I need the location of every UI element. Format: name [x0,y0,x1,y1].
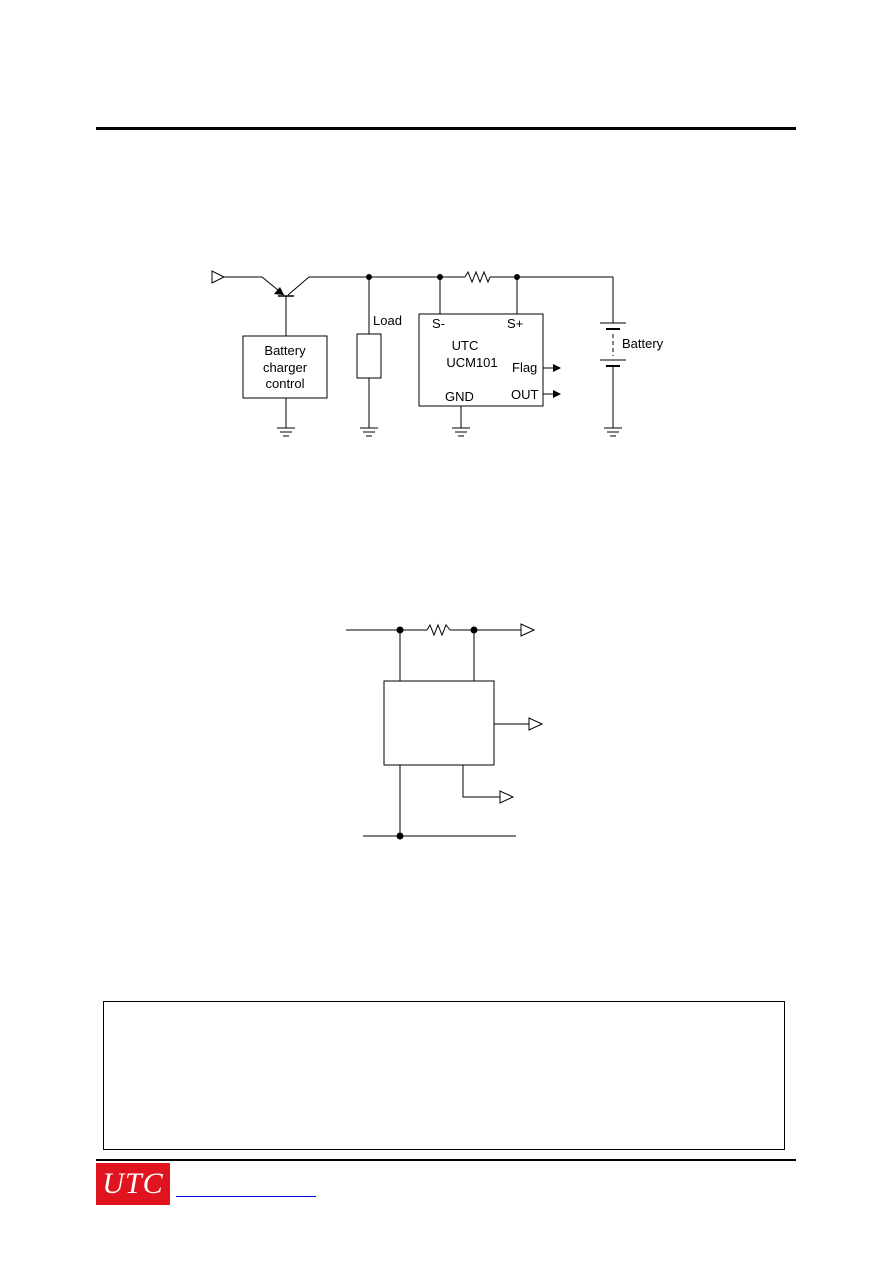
ic-name-line-2: UCM101 [446,355,497,370]
sense-resistor [426,623,451,637]
output-terminal-arrow [520,623,536,637]
application-circuit: Battery charger control Load S- S+ UTC U… [211,270,664,437]
ic-pin-s-minus: S- [432,316,445,331]
disclaimer-box [103,1001,785,1150]
utc-logo: UTC [96,1163,170,1205]
block-label-line-3: control [265,376,304,391]
ground-symbol [360,427,378,437]
block-diagram [346,623,544,840]
battery-charger-control-block [242,335,328,399]
block-label-line-2: charger [263,360,308,375]
ic-pin-out: OUT [511,387,539,402]
ic-pin-s-plus: S+ [507,316,523,331]
ic-name-line-1: UTC [452,338,479,353]
input-terminal-arrow [211,270,226,284]
transistor-symbol [261,276,310,336]
website-link[interactable] [176,1196,316,1197]
ground-symbol [277,427,295,437]
ground-symbol [452,427,470,437]
header-rule [96,127,796,130]
footer-rule [96,1159,796,1161]
logo-text: UTC [102,1167,164,1200]
block-label-line-1: Battery [264,343,306,358]
out-output-arrow [553,390,561,398]
ground-symbol [604,427,622,437]
junction-dot [396,832,404,840]
output-terminal-arrow [528,717,544,731]
load-label: Load [373,313,402,328]
output-terminal-arrow [499,790,515,804]
ic-pin-gnd: GND [445,389,474,404]
load-resistor [356,333,382,379]
sense-resistor [464,270,491,284]
ic-pin-flag: Flag [512,360,537,375]
ic-block [383,680,495,766]
battery-label: Battery [622,336,664,351]
flag-output-arrow [553,364,561,372]
ucm101-ic-block [418,313,544,407]
